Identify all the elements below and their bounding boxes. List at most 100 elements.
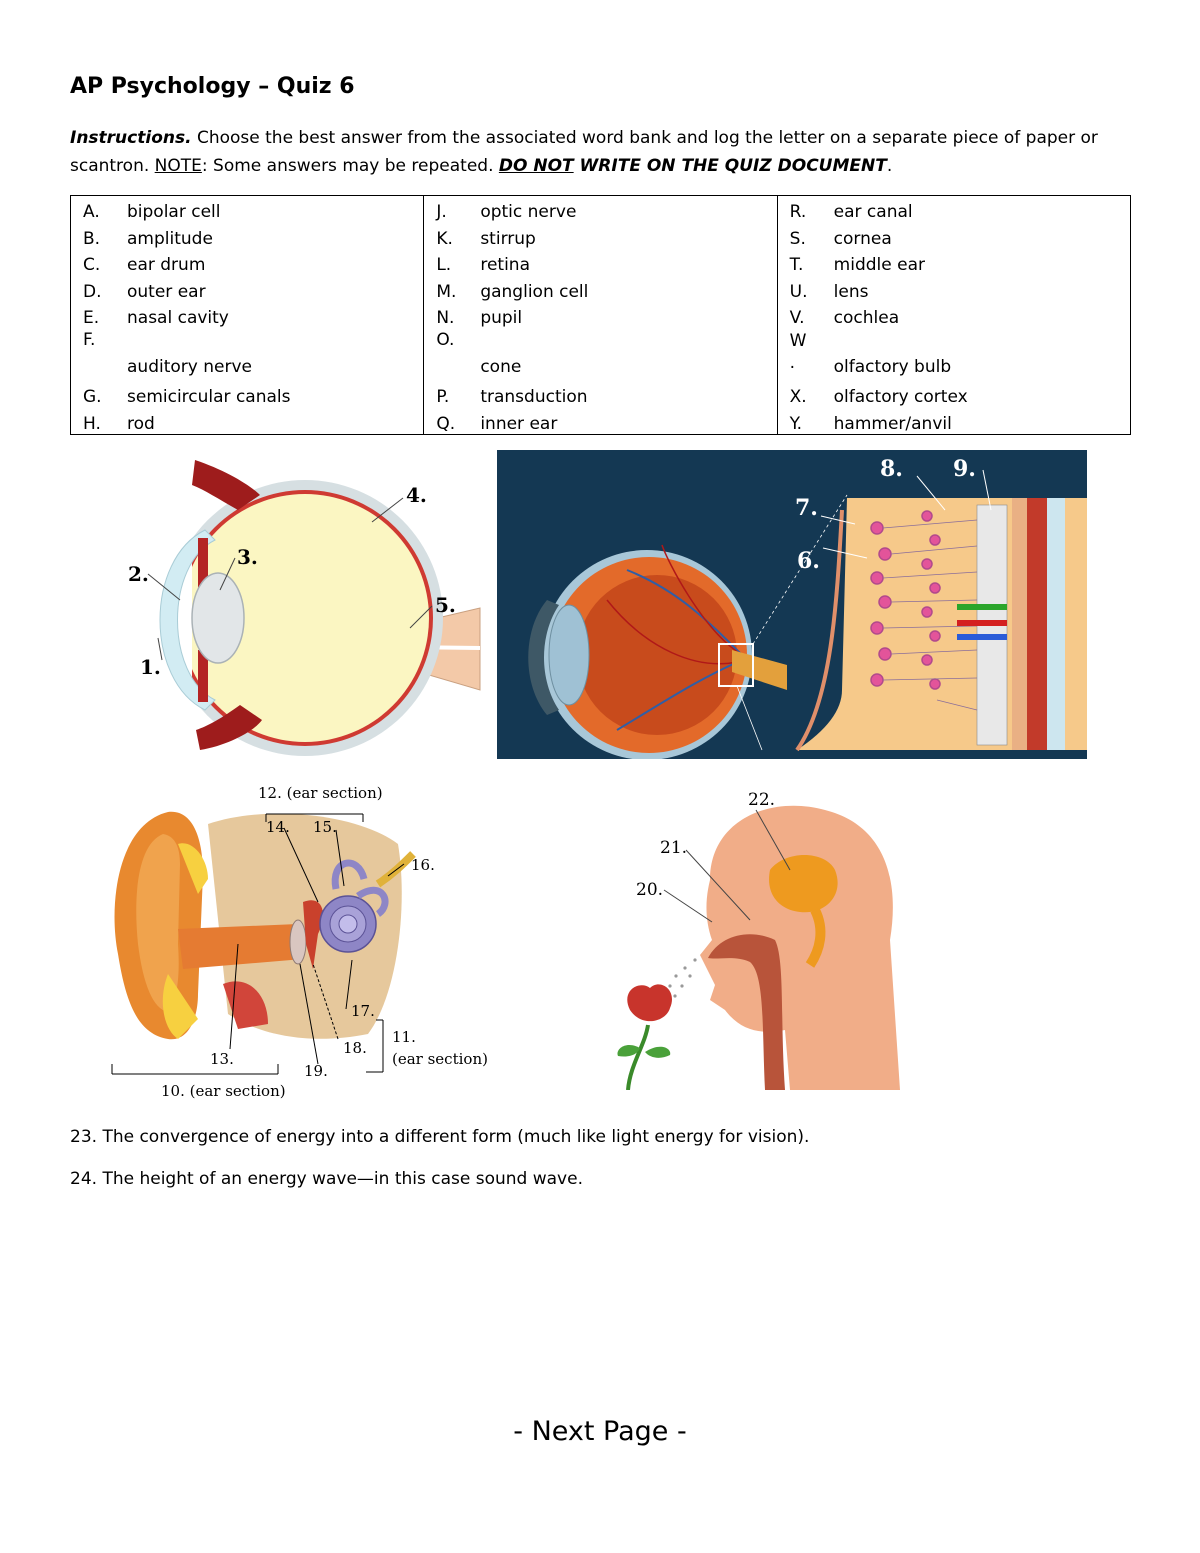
entry-letter: V.	[789, 307, 805, 328]
ear-label-14: 14.	[266, 818, 290, 836]
entry-word: olfactory cortex	[833, 387, 968, 408]
entry-letter: Q.	[436, 413, 456, 434]
entry-letter: N.	[436, 307, 455, 328]
entry-letter: A.	[83, 202, 100, 223]
nasal-cavity-shape	[708, 934, 785, 1090]
entry-letter: Y.	[789, 413, 802, 434]
instructions-label: Instructions.	[70, 128, 192, 148]
word-bank: A. bipolar cell B. amplitude C. ear drum D.…	[69, 195, 1132, 435]
red-cone	[957, 620, 1007, 626]
entry-word: auditory nerve	[127, 356, 252, 377]
blue-cone	[957, 634, 1007, 640]
word-bank-entry: X. olfactory cortex	[778, 381, 1130, 407]
eye-label-3: 3.	[237, 545, 258, 569]
entry-letter: H.	[83, 413, 101, 434]
entry-word: retina	[480, 255, 530, 276]
optic-nerve-shape	[732, 650, 787, 690]
ear-label-11: 11.	[392, 1028, 416, 1046]
entry-letter: T.	[789, 255, 804, 276]
word-bank-entry: B. amplitude	[71, 222, 423, 249]
warning-rest: WRITE ON THE QUIZ DOCUMENT	[573, 156, 887, 176]
ear-label-15: 15.	[313, 818, 337, 836]
entry-letter: R.	[789, 202, 807, 223]
entry-letter: E.	[83, 307, 100, 328]
ear-diagram: 12. (ear section) 14. 15. 16. 17. 18. 19…	[108, 784, 488, 1104]
word-bank-entry: R. ear canal	[778, 196, 1130, 222]
word-bank-entry: H.rod	[71, 407, 423, 434]
ear-label-10: 10. (ear section)	[161, 1082, 286, 1100]
entry-letter: S.	[789, 228, 806, 249]
retina-label-9: 9.	[953, 456, 976, 482]
entry-word: ear canal	[833, 202, 913, 223]
warning-text: DO NOT WRITE ON THE QUIZ DOCUMENT	[499, 156, 887, 176]
nose-label-22: 22.	[748, 790, 776, 810]
word-bank-column-3: R. ear canal S. cornea T. middle ear U.lens…	[776, 195, 1132, 435]
word-bank-entry: K.stirrup	[424, 222, 776, 249]
ear-label-16: 16.	[411, 856, 435, 874]
word-bank-entry: F. auditory nerve	[71, 328, 423, 381]
entry-word: outer ear	[127, 281, 206, 302]
entry-letter: C.	[83, 255, 101, 276]
retina-diagram: 8. 9. 7. 6.	[497, 450, 1087, 759]
rose-shape	[627, 984, 672, 1022]
ear-label-11-section: (ear section)	[392, 1050, 488, 1068]
note-word: NOTE	[154, 156, 202, 176]
eyelid-bottom-shape	[196, 705, 262, 750]
entry-word: amplitude	[127, 228, 213, 249]
word-bank-entry: U.lens	[778, 275, 1130, 302]
ear-label-12: 12. (ear section)	[258, 784, 383, 802]
word-bank-entry: Q. inner ear	[424, 407, 776, 434]
entry-word: bipolar cell	[127, 202, 221, 223]
entry-letter: M.	[436, 281, 457, 302]
word-bank-entry: P. transduction	[424, 381, 776, 407]
entry-letter: X.	[789, 387, 807, 408]
entry-word: olfactory bulb	[833, 356, 952, 377]
entry-letter: K.	[436, 228, 453, 249]
question-24: 24. The height of an energy wave—in this…	[70, 1169, 583, 1189]
word-bank-entry: A. bipolar cell	[71, 196, 423, 222]
warning-underlined: DO NOT	[498, 156, 574, 176]
vitreous-shape	[181, 494, 429, 742]
middle-ear-shape	[303, 900, 323, 969]
eye-diagram: 1. 2. 3. 4. 5.	[110, 450, 490, 760]
semicircular-canals-shape	[331, 859, 368, 890]
instructions-period: .	[886, 156, 893, 176]
word-bank-entry: J.optic nerve	[424, 196, 776, 222]
question-23: 23. The convergence of energy into a dif…	[70, 1127, 810, 1147]
ear-canal-shape	[178, 924, 303, 969]
word-bank-entry: C. ear drum	[71, 249, 423, 275]
head-shape	[700, 805, 900, 1090]
entry-letter: O.	[436, 329, 455, 350]
entry-letter: B.	[83, 228, 101, 249]
brain-region-shape	[769, 855, 838, 913]
instructions-text-2: : Some answers may be repeated.	[201, 156, 499, 176]
eye-label-1: 1.	[140, 655, 161, 679]
entry-letter: P.	[436, 387, 450, 408]
instructions-text-1: Choose the best answer from the associat…	[70, 128, 1098, 176]
eye-lens-shape	[548, 604, 590, 706]
retina-label-8: 8.	[880, 456, 903, 482]
entry-letter: D.	[83, 281, 102, 302]
eye-label-4: 4.	[406, 483, 427, 507]
green-cone	[957, 604, 1007, 610]
entry-word: cochlea	[833, 307, 900, 328]
zoom-box	[718, 643, 754, 687]
entry-word: inner ear	[480, 413, 558, 434]
entry-word: middle ear	[833, 255, 925, 276]
entry-word: cornea	[833, 228, 892, 249]
ear-label-17: 17.	[351, 1002, 375, 1020]
entry-word: transduction	[480, 387, 588, 408]
eye-label-5: 5.	[435, 593, 456, 617]
entry-word: hammer/anvil	[833, 413, 952, 434]
entry-letter: F.	[83, 329, 96, 350]
ear-label-18: 18.	[343, 1039, 367, 1057]
entry-word: optic nerve	[480, 202, 577, 223]
entry-word: pupil	[480, 307, 523, 328]
page-title: AP Psychology – Quiz 6	[70, 74, 355, 99]
word-bank-column-1: A. bipolar cell B. amplitude C. ear drum D.…	[69, 195, 425, 435]
entry-word: ear drum	[127, 255, 206, 276]
word-bank-entry: S. cornea	[778, 222, 1130, 249]
nose-label-20: 20.	[636, 880, 664, 900]
word-bank-entry: N. pupil	[424, 302, 776, 328]
iris-bottom-shape	[198, 650, 208, 702]
